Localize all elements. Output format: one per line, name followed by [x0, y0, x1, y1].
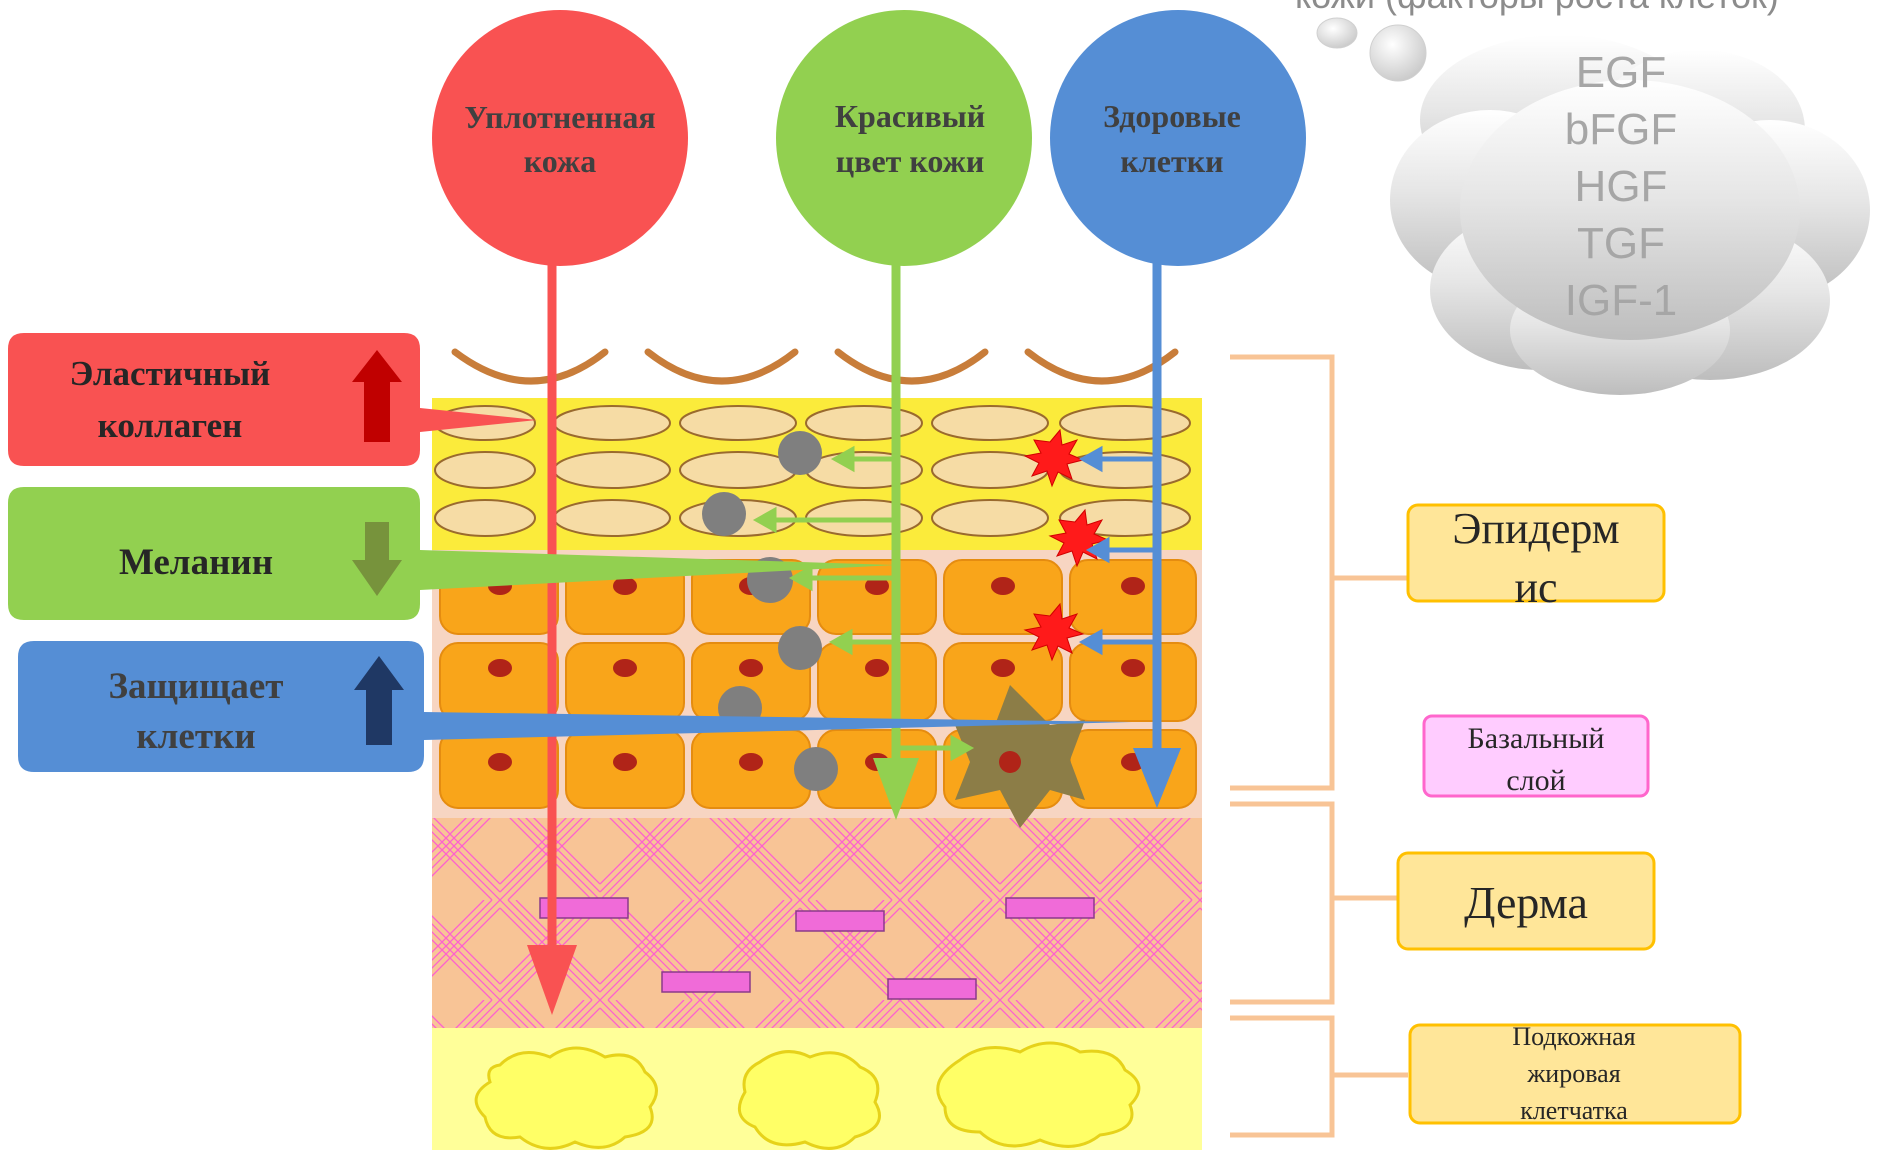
label-subcutis-line3: клетчатка — [1520, 1096, 1628, 1125]
growth-factor-cloud: кожи (факторы роста клеток) EGF bFGF HGF… — [1295, 0, 1870, 395]
skin-surface-curves — [451, 348, 1179, 385]
circle-skin-color-line2: цвет кожи — [836, 143, 985, 179]
collagen-bundles — [539, 897, 1095, 1000]
green-effect-arrow — [752, 262, 975, 820]
blue-effect-arrow — [1078, 262, 1181, 808]
callout-melanin-label: Меланин — [119, 542, 273, 583]
cell-nuclei — [488, 577, 1145, 771]
factor-egf: EGF — [1576, 48, 1666, 97]
circle-healthy-cells-line1: Здоровые — [1103, 98, 1241, 134]
factor-bfgf: bFGF — [1565, 105, 1677, 154]
callout-melanin: Меланин — [8, 487, 895, 620]
layer-brackets — [1230, 354, 1408, 1138]
label-epidermis-line2: ис — [1514, 563, 1557, 612]
circle-healthy-cells: Здоровые клетки — [1050, 10, 1306, 266]
label-basal-line2: слой — [1506, 764, 1565, 797]
callout-collagen-line1: Эластичный — [70, 354, 271, 393]
circle-dense-skin: Уплотненная кожа — [432, 10, 688, 266]
label-basal-layer: Базальный слой — [1422, 714, 1650, 798]
red-effect-arrow — [527, 262, 577, 1015]
label-epidermis: Эпидерм ис — [1406, 503, 1666, 612]
callout-collagen: Эластичный коллаген — [8, 333, 537, 466]
label-subcutis: Подкожная жировая клетчатка — [1408, 1022, 1742, 1125]
callout-cell-protection-line1: Защищает — [109, 666, 284, 707]
label-dermis-text: Дерма — [1464, 877, 1588, 928]
circle-healthy-cells-line2: клетки — [1120, 143, 1223, 179]
melanocyte — [955, 685, 1085, 828]
fat-cells — [474, 1041, 1141, 1150]
cloud-caption: кожи (факторы роста клеток) — [1295, 0, 1779, 16]
label-basal-line1: Базальный — [1468, 722, 1605, 755]
factor-hgf: HGF — [1575, 162, 1668, 211]
circle-dense-skin-line1: Уплотненная — [464, 99, 655, 135]
circle-skin-color-line1: Красивый — [835, 98, 985, 134]
factor-tgf: TGF — [1577, 219, 1665, 268]
label-subcutis-line1: Подкожная — [1512, 1022, 1635, 1051]
circle-skin-color: Красивый цвет кожи — [776, 10, 1032, 266]
callout-collagen-line2: коллаген — [98, 406, 243, 445]
arrow-up-icon — [354, 656, 404, 745]
factor-igf1: IGF-1 — [1565, 276, 1677, 325]
arrow-down-icon — [352, 522, 402, 596]
label-dermis: Дерма — [1396, 851, 1656, 951]
label-epidermis-line1: Эпидерм — [1452, 504, 1619, 553]
arrow-up-icon — [352, 350, 402, 442]
callout-cell-protection-line2: клетки — [136, 716, 255, 757]
callout-cell-protection: Защищает клетки — [18, 641, 1132, 772]
circle-dense-skin-line2: кожа — [524, 143, 596, 179]
label-subcutis-line2: жировая — [1526, 1059, 1620, 1088]
